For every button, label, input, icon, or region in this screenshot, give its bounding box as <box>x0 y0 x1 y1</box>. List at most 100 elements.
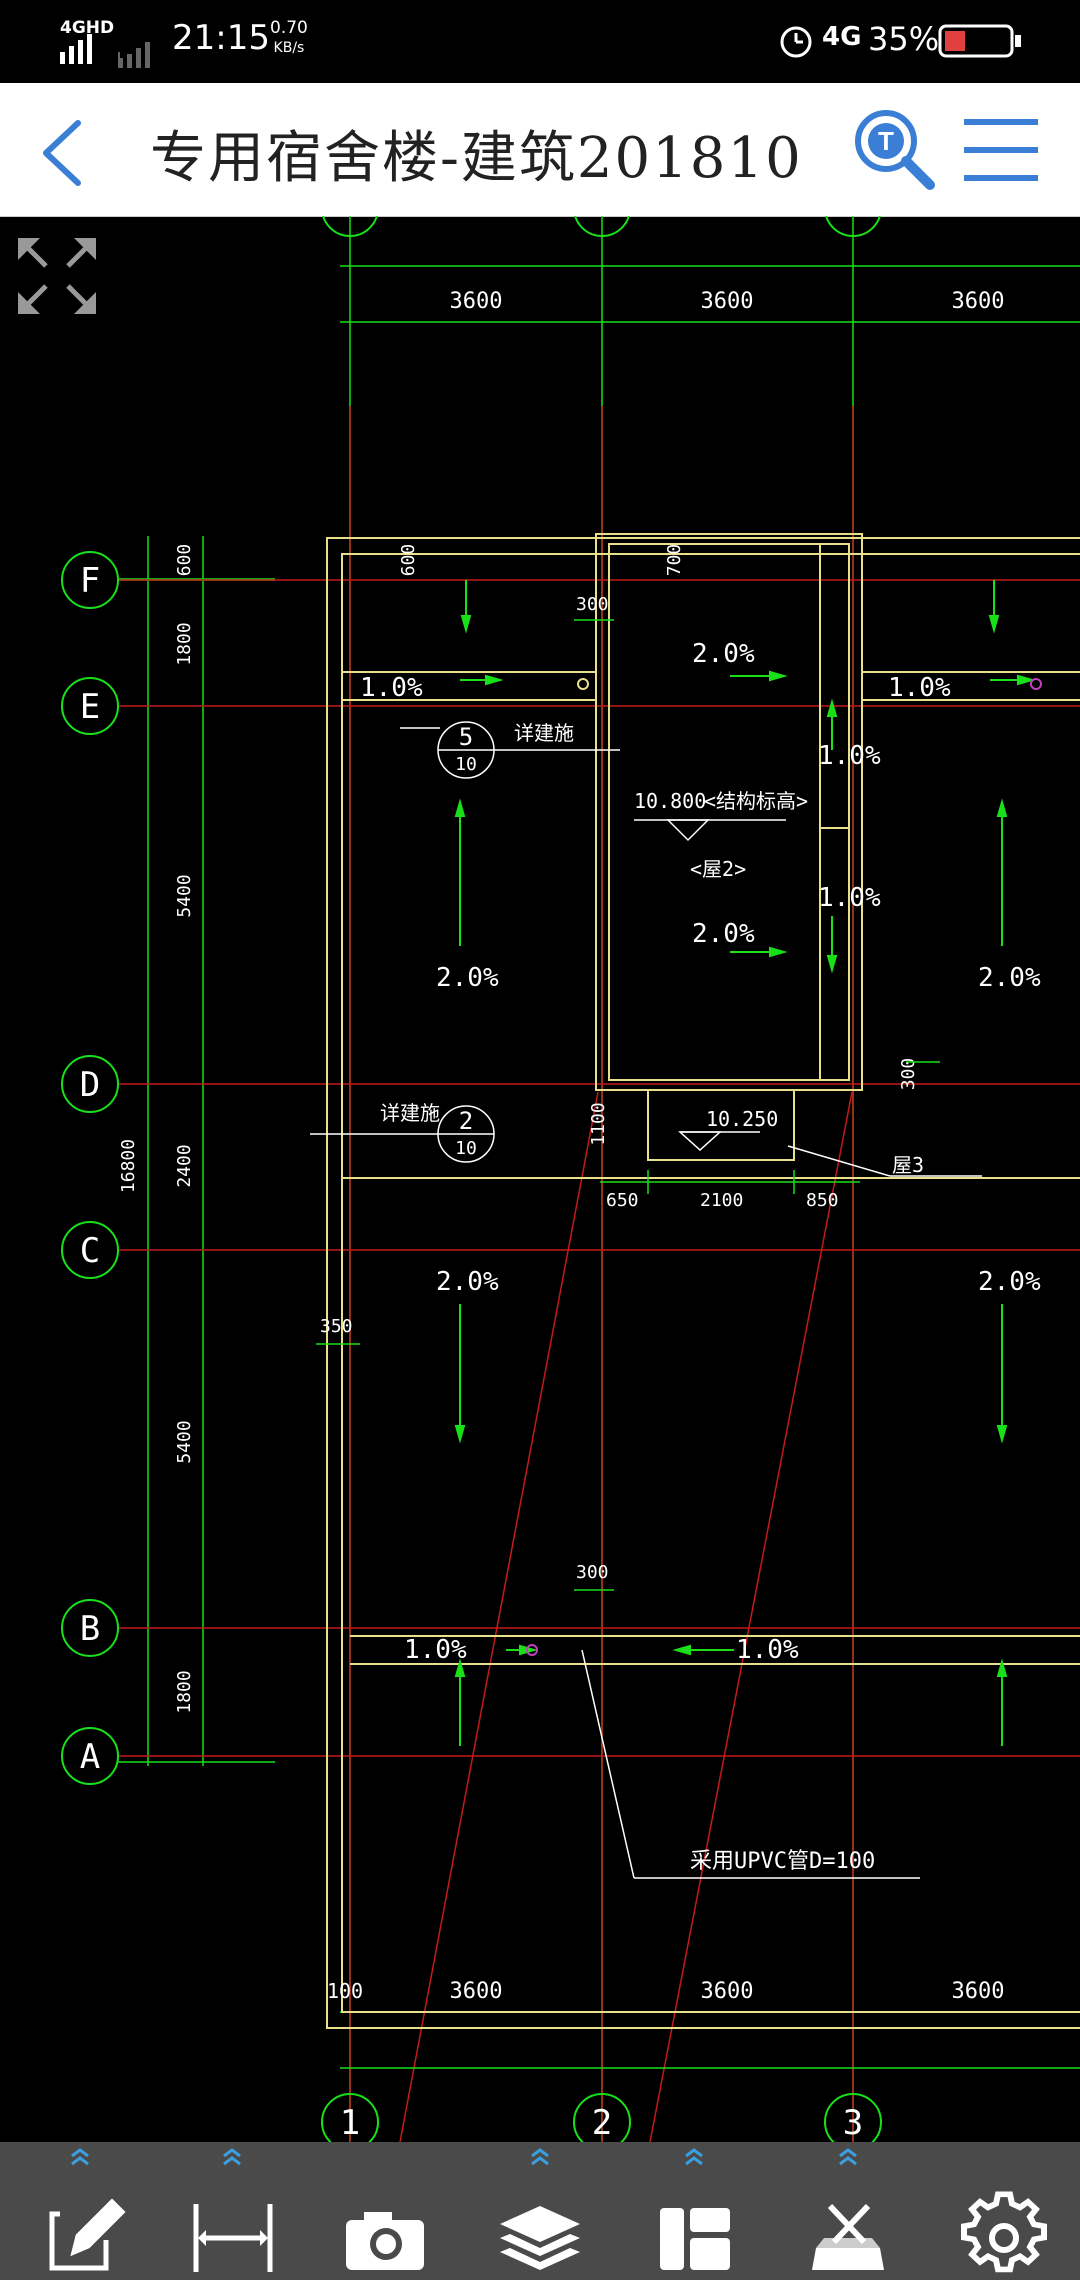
row-axis-B: B <box>80 1609 100 1649</box>
layout-icon <box>660 2208 730 2270</box>
signal-bars-icon <box>60 34 120 64</box>
roof-2-label: <屋2> <box>690 857 746 881</box>
dimension-lines <box>316 619 940 1591</box>
top-dim-3: 3600 <box>952 289 1005 314</box>
detail-1-number: 5 <box>459 723 473 751</box>
dim-850: 850 <box>806 1190 839 1211</box>
pipe-note: 采用UPVC管D=100 <box>690 1849 875 1874</box>
chevron-up-icon <box>839 2148 857 2158</box>
bottom-dim-3: 3600 <box>952 1979 1005 2004</box>
bottom-dim-0: 100 <box>327 1979 363 2003</box>
measure-icon <box>193 2204 273 2272</box>
row-axis-F: F <box>80 561 100 601</box>
dim-700: 700 <box>664 544 685 577</box>
slope-center-mid: 2.0% <box>692 919 755 949</box>
battery-percent: 35% <box>868 20 940 58</box>
annotate-icon <box>49 2198 126 2271</box>
row-axis-C: C <box>80 1231 100 1271</box>
fullscreen-expand-icon[interactable] <box>18 238 96 314</box>
red-axis-lines <box>349 406 854 2143</box>
status-time: 21:15 <box>172 18 270 58</box>
detail-1-sheet: 10 <box>455 754 477 775</box>
chevron-up-icon <box>71 2148 89 2158</box>
left-dim-5400-top: 5400 <box>174 874 195 917</box>
bottom-axis-3: 3 <box>843 2103 863 2142</box>
left-dim-600: 600 <box>174 544 195 577</box>
row-axis-E: E <box>80 687 100 727</box>
alarm-icon <box>780 26 812 58</box>
left-dim-1800: 1800 <box>174 622 195 665</box>
detail-label-2: 详建施 <box>380 1101 440 1125</box>
dim-1100: 1100 <box>588 1102 609 1145</box>
dim-650: 650 <box>606 1190 639 1211</box>
hamburger-menu-icon[interactable] <box>962 113 1042 193</box>
annotate-tool[interactable] <box>16 2142 146 2280</box>
slope-right-low: 2.0% <box>978 1267 1041 1297</box>
row-axis-A: A <box>80 1737 100 1777</box>
elevation-10250: 10.250 <box>706 1107 778 1131</box>
left-dim-2400: 2400 <box>174 1144 195 1187</box>
row-axis-D: D <box>80 1065 100 1105</box>
status-bar: 4GHD 21:15 0.70 KB/s 4G 35% <box>0 0 1080 83</box>
structure-height-label: <结构标高> <box>704 789 808 813</box>
slope-left-low: 2.0% <box>436 1267 499 1297</box>
slope-bottom-left: 1.0% <box>404 1635 467 1665</box>
tools-icon <box>812 2203 884 2270</box>
layers-tool[interactable] <box>476 2142 606 2280</box>
pipe-note-leader <box>581 1649 920 1879</box>
left-dim-1800-bottom: 1800 <box>174 1670 195 1713</box>
slope-right-side-2: 1.0% <box>818 883 881 913</box>
back-arrow-icon[interactable] <box>30 113 90 193</box>
red-row-lines <box>118 579 1080 1757</box>
battery-icon <box>938 24 1021 58</box>
slope-top-center: 2.0% <box>692 639 755 669</box>
slope-arrows <box>454 580 1036 1746</box>
dim-2100: 2100 <box>700 1190 743 1211</box>
text-search-icon[interactable]: T <box>848 103 938 193</box>
bottom-dim-1: 3600 <box>450 1979 503 2004</box>
cad-drawing: 3600 3600 3600 100 3600 3600 3600 1 2 3 <box>18 179 1080 2151</box>
signal-bars-secondary-icon <box>118 42 150 68</box>
slope-bottom-right: 1.0% <box>736 1635 799 1665</box>
settings-tool[interactable] <box>938 2142 1068 2280</box>
elevation-symbols <box>634 819 982 1177</box>
layout-tool[interactable] <box>630 2142 760 2280</box>
network-type-right: 4G <box>822 22 862 52</box>
roof-3-label: 屋3 <box>892 1153 924 1177</box>
left-dim-5400-bottom: 5400 <box>174 1420 195 1463</box>
network-type: 4GHD <box>60 18 115 38</box>
dim-300-bottom: 300 <box>576 1562 609 1583</box>
slope-top-left: 1.0% <box>360 673 423 703</box>
dim-300-top: 300 <box>576 594 609 615</box>
dim-300-right: 300 <box>898 1058 919 1091</box>
dim-600-inner: 600 <box>398 544 419 577</box>
document-title: 专用宿舍楼-建筑201810 <box>150 126 803 191</box>
camera-tool[interactable] <box>320 2142 450 2280</box>
bottom-dim-2: 3600 <box>701 1979 754 2004</box>
total-dim: 16800 <box>118 1139 139 1193</box>
camera-icon <box>346 2212 424 2270</box>
slope-left-mid: 2.0% <box>436 963 499 993</box>
layers-icon <box>500 2206 580 2270</box>
chevron-up-icon <box>685 2148 703 2158</box>
measure-tool[interactable] <box>168 2142 298 2280</box>
slope-top-right: 1.0% <box>888 673 951 703</box>
detail-2-number: 2 <box>459 1107 473 1135</box>
row-axis-bubbles <box>61 551 119 1785</box>
title-bar: 专用宿舍楼-建筑201810 T <box>0 83 1080 217</box>
settings-gear-icon <box>961 2191 1047 2273</box>
chevron-up-icon <box>531 2148 549 2158</box>
bottom-axis-1: 1 <box>340 2103 360 2142</box>
cad-drawing-canvas[interactable]: 3600 3600 3600 100 3600 3600 3600 1 2 3 <box>0 179 1080 2151</box>
elevation-10800: 10.800 <box>634 789 706 813</box>
slope-right-side-1: 1.0% <box>818 741 881 771</box>
chevron-up-icon <box>223 2148 241 2158</box>
bottom-axis-2: 2 <box>592 2103 612 2142</box>
dim-350: 350 <box>320 1316 353 1337</box>
tools-tool[interactable] <box>784 2142 914 2280</box>
horizontal-grid-lines <box>118 265 1080 2069</box>
slope-right-mid: 2.0% <box>978 963 1041 993</box>
detail-2-sheet: 10 <box>455 1138 477 1159</box>
top-dim-2: 3600 <box>701 289 754 314</box>
detail-callout-circles <box>310 721 620 1163</box>
